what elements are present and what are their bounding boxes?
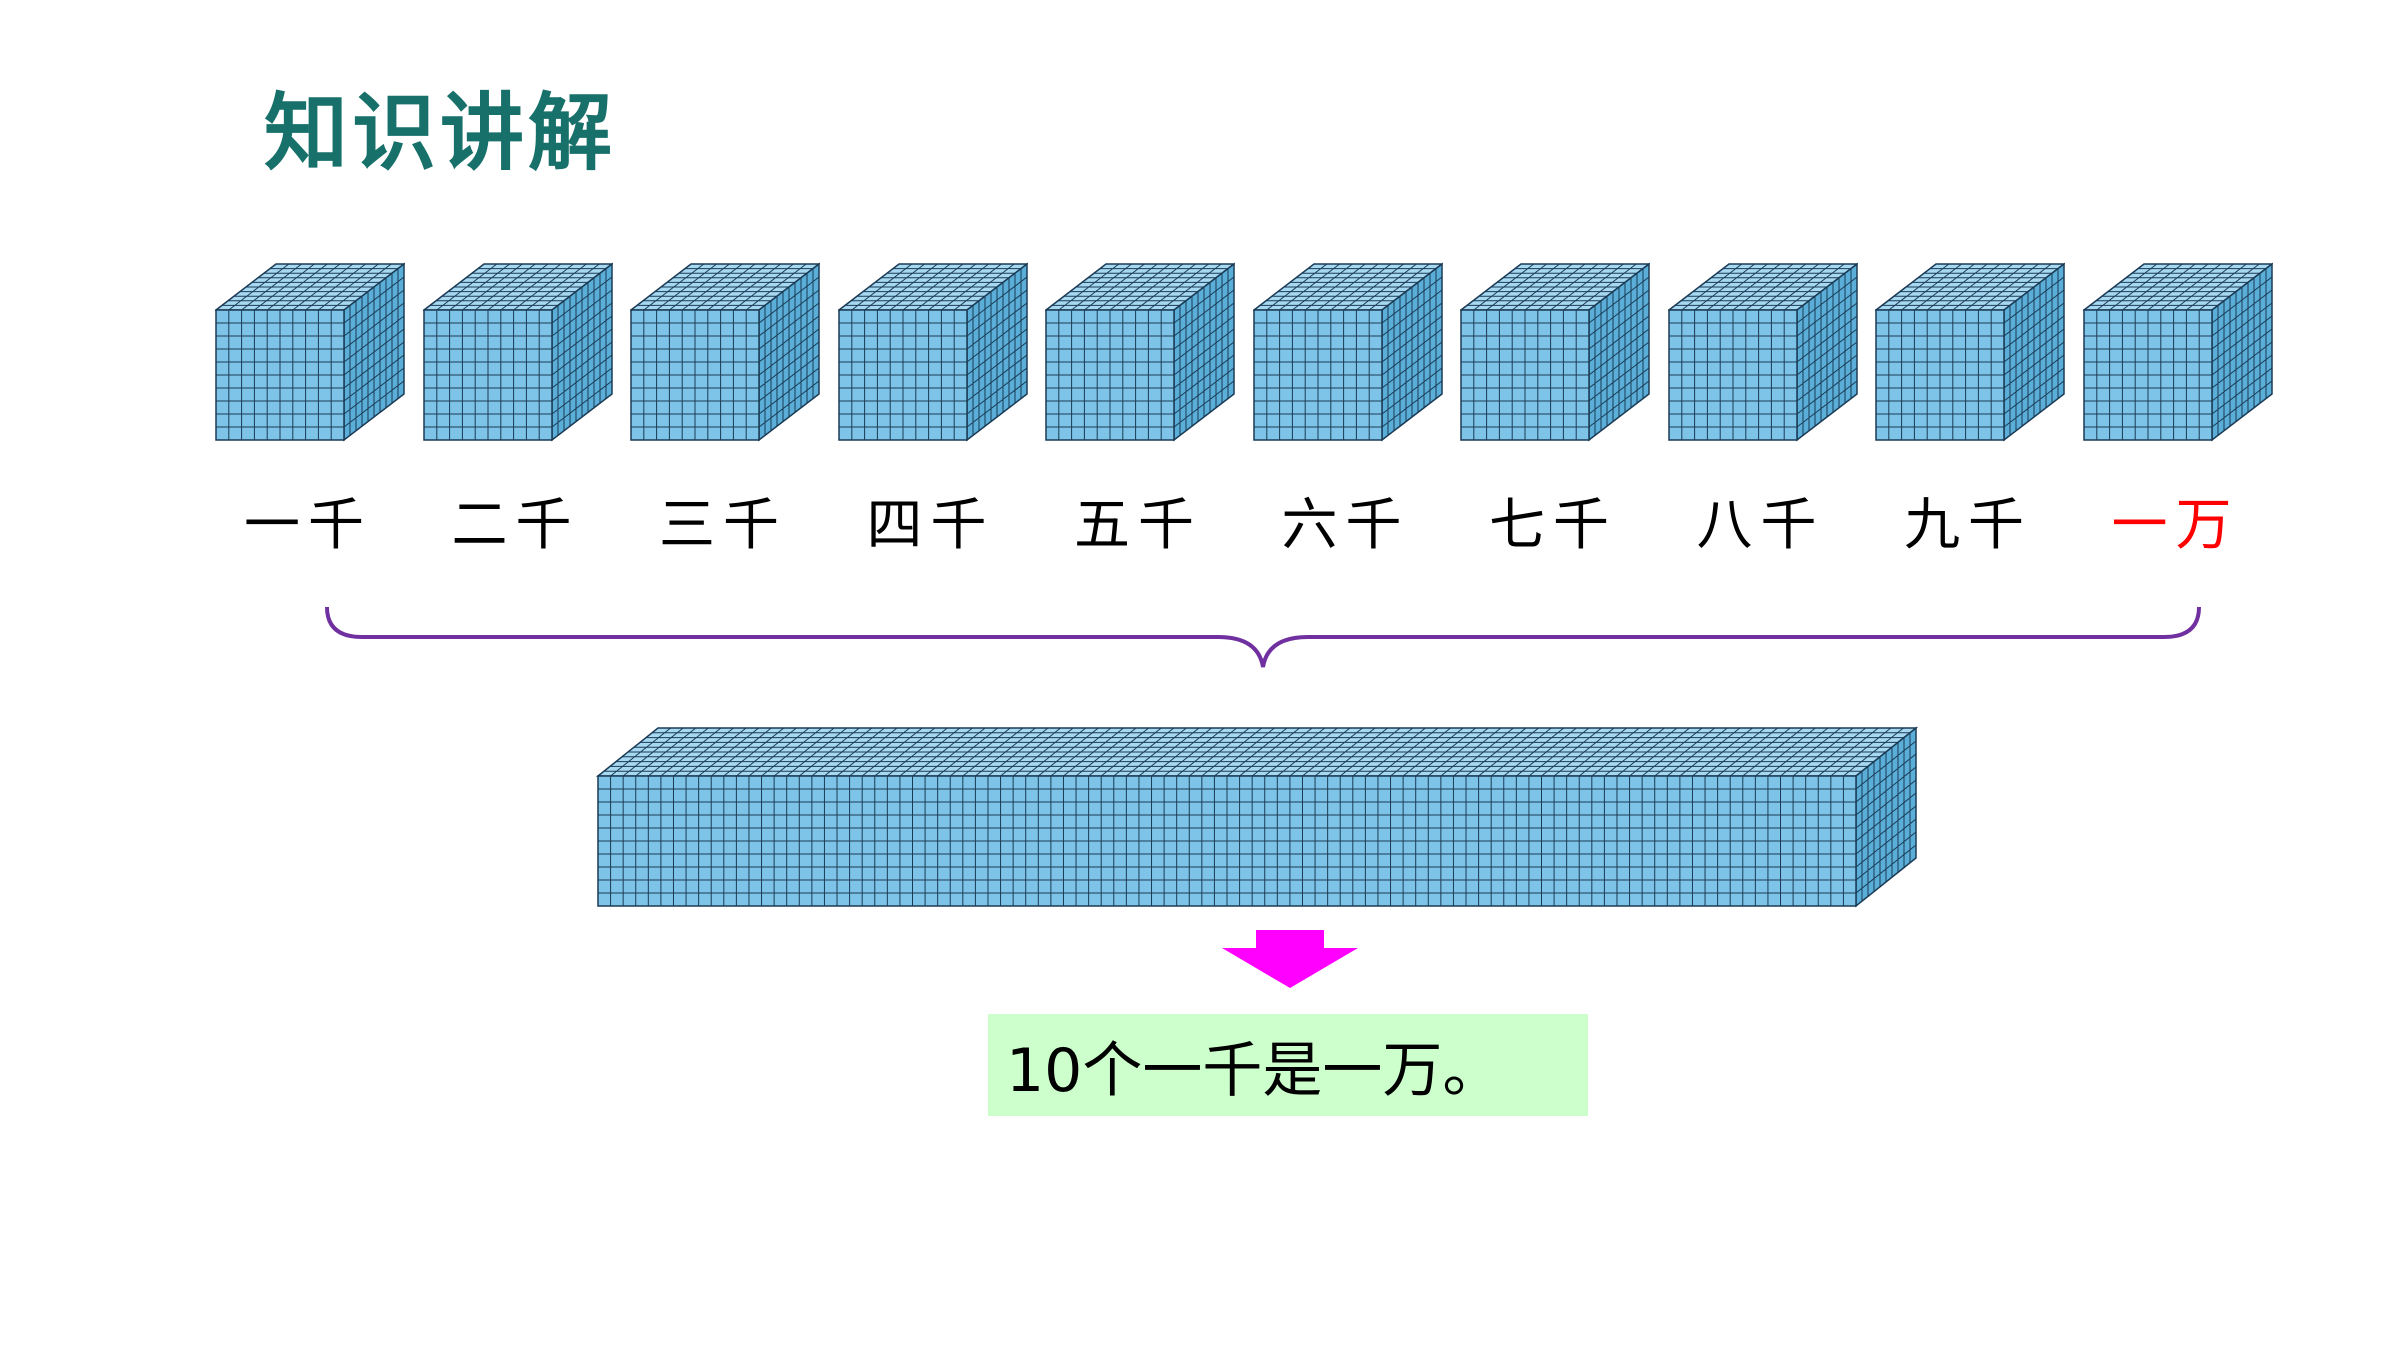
conclusion-text: 10个一千是一万。 bbox=[1006, 1035, 1503, 1106]
thousand-cube-icon bbox=[1252, 262, 1443, 442]
thousand-cube-icon bbox=[422, 262, 613, 442]
cube-label: 九千 bbox=[1904, 493, 2032, 558]
thousand-cube-icon bbox=[1875, 262, 2065, 442]
cube-label: 五千 bbox=[1074, 493, 1202, 558]
down-arrow-icon bbox=[1222, 930, 1358, 995]
thousand-cube-icon bbox=[1045, 262, 1235, 442]
thousand-cube-icon bbox=[630, 262, 820, 442]
cube-label: 一千 bbox=[244, 493, 372, 558]
cube-label: 二千 bbox=[451, 493, 580, 558]
cube-label: 四千 bbox=[866, 493, 995, 558]
cube-label: 一万 bbox=[2111, 493, 2240, 558]
conclusion-box: 10个一千是一万。 bbox=[988, 1014, 1588, 1116]
curly-brace-icon bbox=[318, 595, 2208, 680]
thousand-cube-icon bbox=[1667, 262, 1858, 442]
thousand-cube-icon bbox=[215, 262, 405, 442]
cube-label: 七千 bbox=[1489, 493, 1617, 558]
thousand-cube-icon bbox=[1460, 262, 1650, 442]
thousand-cube-icon bbox=[837, 262, 1028, 442]
page-title: 知识讲解 bbox=[264, 84, 617, 182]
cube-label: 八千 bbox=[1696, 493, 1825, 558]
cube-label: 六千 bbox=[1281, 493, 1410, 558]
ten-thousand-block-icon bbox=[592, 722, 1922, 915]
thousand-cube-icon bbox=[2082, 262, 2273, 442]
cube-label: 三千 bbox=[659, 493, 787, 558]
